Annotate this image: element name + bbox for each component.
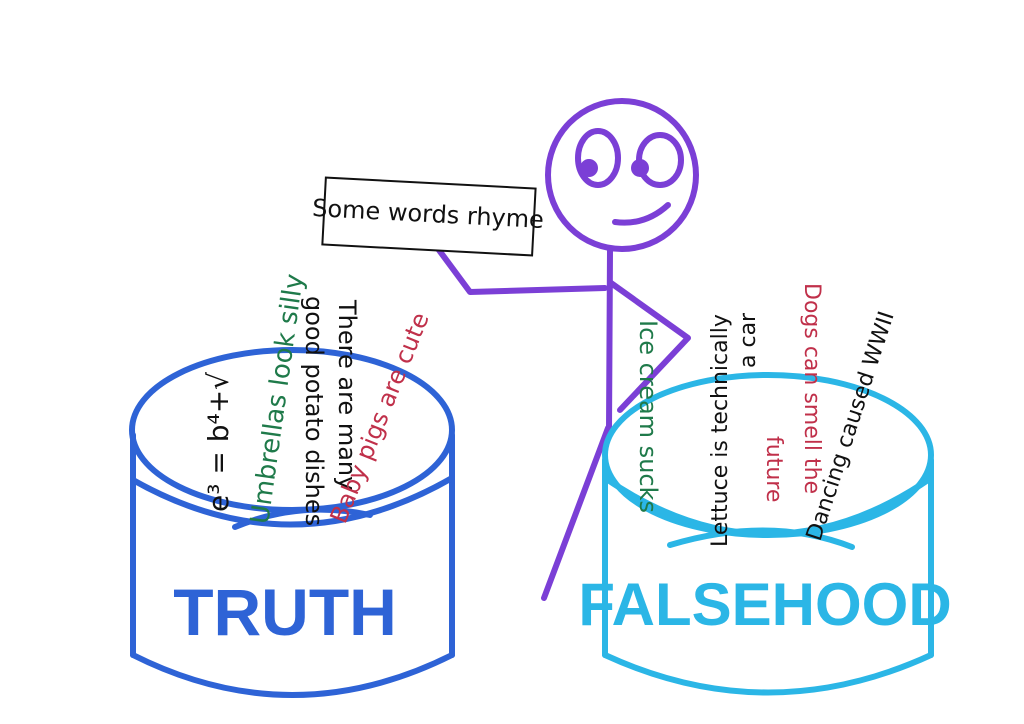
truth-bin [129, 347, 455, 698]
figure-neck-body [606, 247, 613, 433]
falsehood-bin [602, 372, 934, 696]
truth-item-potato-line1: There are many [333, 299, 361, 490]
falsehood-item-dogs-line1: Dogs can smell the [799, 283, 824, 494]
falsehood-item-dogs-line2: future [761, 436, 786, 502]
stick-figure [430, 98, 699, 601]
truth-bin-label: TRUTH [173, 575, 397, 649]
falsehood-item-lettuce-line2: a car [736, 312, 761, 368]
figure-right-eye [636, 132, 684, 188]
falsehood-item-lettuce-line1: Lettuce is technically [708, 314, 733, 547]
truth-item-potato-line2: good potato dishes [300, 296, 328, 526]
falsehood-bin-band [602, 475, 934, 537]
sign: Some words rhyme [312, 176, 545, 257]
figure-left-eye [575, 128, 621, 188]
figure-right-pupil [631, 159, 649, 177]
falsehood-bin-inner-rim [667, 527, 855, 550]
truth-item-equation: e³ = b⁴+√ [202, 372, 235, 512]
falsehood-bin-label: FALSEHOOD [578, 571, 951, 638]
falsehood-bin-bottom [602, 652, 934, 696]
falsehood-item-icecream: Ice cream sucks [634, 320, 662, 513]
figure-left-pupil [580, 159, 598, 177]
falsehood-items: Ice cream sucks Lettuce is technically a… [634, 283, 900, 547]
figure-left-leg [541, 425, 611, 601]
truth-bin-band [130, 475, 455, 528]
figure-head [545, 98, 699, 252]
figure-right-arm [608, 280, 691, 413]
sign-board [321, 176, 537, 257]
truth-bin-bottom [130, 652, 455, 698]
figure-smile [612, 202, 671, 226]
figure-left-arm [430, 239, 608, 295]
